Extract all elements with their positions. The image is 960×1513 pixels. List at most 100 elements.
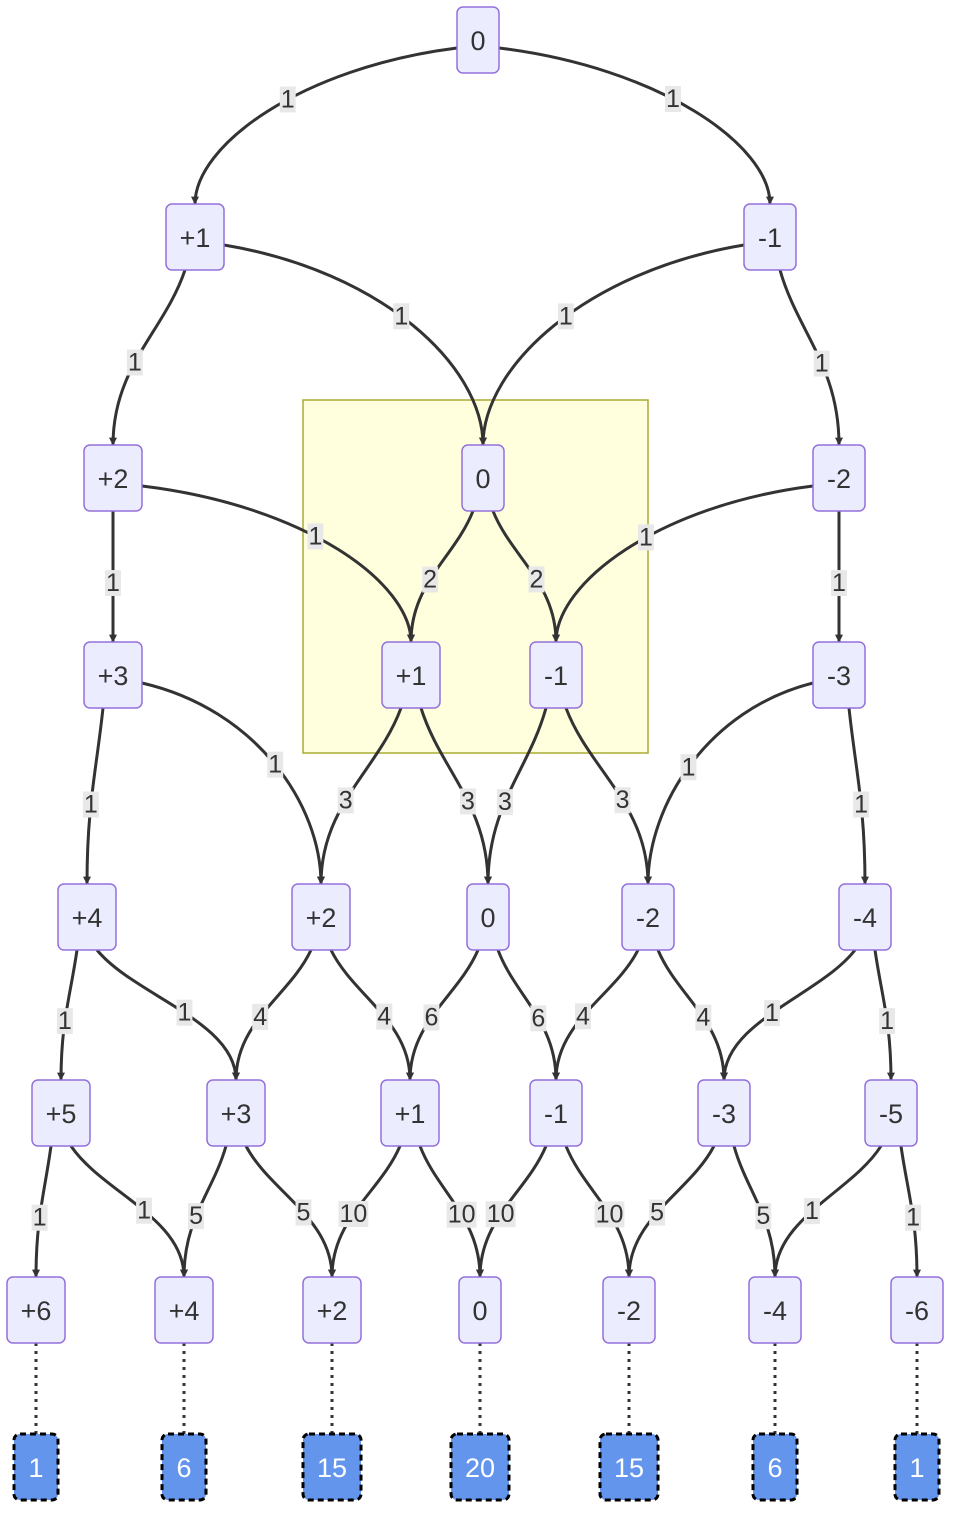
edge-label-background <box>755 1203 772 1230</box>
state-node: -1 <box>743 203 797 271</box>
result-node-label: 1 <box>28 1453 43 1483</box>
state-node-label: +3 <box>98 661 129 691</box>
edge-label-text: 1 <box>106 569 120 597</box>
result-node-label: 1 <box>909 1453 924 1483</box>
edge-label-background <box>460 788 476 815</box>
edge-label-background <box>446 1201 477 1228</box>
state-node: -3 <box>812 641 866 709</box>
state-node: +2 <box>291 883 351 951</box>
edge-r4_p2-to-r5_p1 <box>329 949 414 1081</box>
state-node: -4 <box>838 883 892 951</box>
state-node-box <box>466 883 510 951</box>
edge-label-background <box>393 303 410 330</box>
edge-label-background <box>136 1197 152 1224</box>
result-node-box <box>598 1432 660 1502</box>
edge-r3_p3-to-r4_p4 <box>83 707 105 885</box>
edge-label-text: 1 <box>559 302 573 330</box>
edge-label-text: 3 <box>339 786 353 814</box>
edge-label-text: 1 <box>639 523 653 551</box>
state-node-box <box>890 1276 944 1344</box>
edge-label-background <box>82 791 99 818</box>
edge-label: 1 <box>136 1197 152 1225</box>
state-node-label: +2 <box>98 464 129 494</box>
edge-label-text: 4 <box>253 1003 267 1031</box>
edge-label: 4 <box>695 1004 712 1032</box>
edge-label-background <box>423 1004 440 1031</box>
state-node-label: +4 <box>72 903 103 933</box>
edge-label: 1 <box>56 1007 73 1035</box>
edge-label-background <box>530 1005 547 1032</box>
edge-label-background <box>176 999 193 1026</box>
state-node-box <box>838 883 892 951</box>
edge-label-background <box>764 1000 780 1027</box>
state-node-label: -1 <box>758 223 782 253</box>
state-node-box <box>864 1079 918 1147</box>
state-node-label: +1 <box>395 1099 426 1129</box>
edge-label: 5 <box>188 1202 204 1230</box>
result-node-label: 20 <box>465 1453 495 1483</box>
edge-label-text: 1 <box>765 999 779 1027</box>
edge-label: 5 <box>649 1199 666 1227</box>
state-node-label: -1 <box>544 661 568 691</box>
state-node: +2 <box>83 444 143 512</box>
state-node-box <box>6 1276 66 1344</box>
state-node-label: -1 <box>544 1099 568 1129</box>
state-node-label: +5 <box>46 1099 77 1129</box>
edge-label: 6 <box>530 1004 547 1032</box>
edge-label-text: 4 <box>696 1004 710 1032</box>
state-node: +1 <box>380 1079 440 1147</box>
state-node: +5 <box>31 1079 91 1147</box>
state-node-label: +2 <box>306 903 337 933</box>
state-node-box <box>165 203 225 271</box>
edge-label-text: 1 <box>177 999 191 1027</box>
state-node-label: 0 <box>472 1296 487 1326</box>
edge-r2_m2-to-r3_m1 <box>552 484 814 643</box>
state-node-box <box>461 444 505 512</box>
state-node: -5 <box>864 1079 918 1147</box>
result-count-node: 1 <box>12 1432 60 1502</box>
edge-label-text: 6 <box>531 1004 545 1032</box>
edge-label: 10 <box>485 1200 516 1228</box>
state-node-box <box>154 1276 214 1344</box>
state-node: -2 <box>602 1276 656 1344</box>
result-count-node: 15 <box>598 1432 660 1502</box>
edge-label-background <box>813 350 830 377</box>
edge-label-background <box>879 1008 896 1035</box>
edge-label-background <box>649 1199 666 1226</box>
edge-label-background <box>695 1004 712 1031</box>
edge-r4_m4-to-r5_m3 <box>720 949 857 1081</box>
state-node: -6 <box>890 1276 944 1344</box>
result-node-label: 6 <box>176 1453 191 1483</box>
result-node-box <box>301 1432 363 1502</box>
edge-label: 1 <box>307 522 324 550</box>
edge-label-text: 1 <box>854 791 868 819</box>
edge-label: 1 <box>680 753 697 781</box>
edge-label-background <box>338 1201 369 1228</box>
edge-label: 1 <box>664 85 681 113</box>
state-node-box <box>748 1276 802 1344</box>
edge-r1_m1-to-r2_0 <box>479 243 745 446</box>
state-node-label: -2 <box>636 903 660 933</box>
edge-label-text: 2 <box>530 565 544 593</box>
state-node-label: -2 <box>617 1296 641 1326</box>
state-node: +3 <box>83 641 143 709</box>
state-node-box <box>83 641 143 709</box>
edge-label: 10 <box>594 1200 625 1228</box>
result-count-node: 15 <box>301 1432 363 1502</box>
edge-label: 6 <box>423 1003 440 1031</box>
edge-label-text: 3 <box>498 788 512 816</box>
edge-label: 1 <box>879 1007 896 1035</box>
edge-label: 2 <box>422 566 439 594</box>
edge-r4_p4-to-r5_p3 <box>95 949 240 1081</box>
edge-label: 1 <box>105 569 121 597</box>
state-node-label: +4 <box>169 1296 200 1326</box>
edge-label-background <box>664 86 681 113</box>
edge-label-background <box>188 1203 204 1230</box>
edge-label: 3 <box>496 788 513 816</box>
edge-label: 1 <box>557 302 574 330</box>
edge-label-background <box>905 1204 922 1231</box>
edge-label-background <box>337 787 354 814</box>
